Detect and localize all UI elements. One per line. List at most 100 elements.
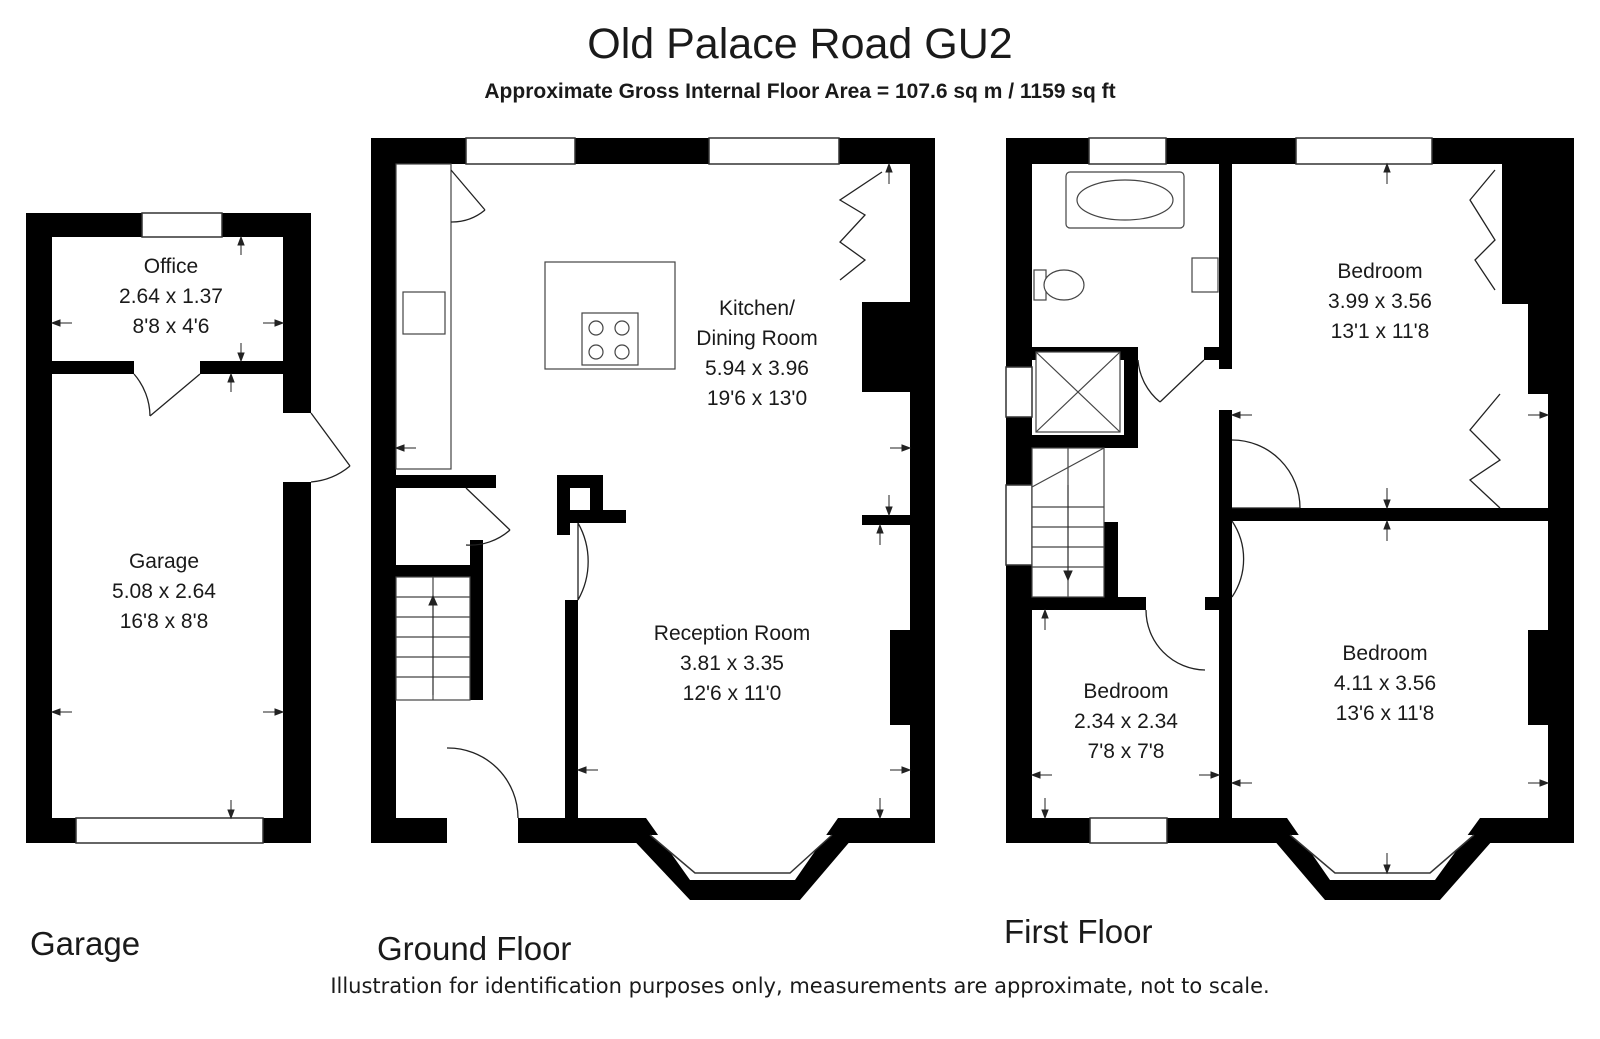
ff-small-bed-right-wall [1219,597,1232,818]
gf-reception-chimney [890,630,910,725]
ff-toilet-bowl [1043,269,1085,301]
ff-bottom-wall-mid [1167,818,1287,843]
bedroom-small-metric: 2.34 x 2.34 [1074,710,1178,733]
ff-shower-wall [1124,347,1138,447]
gf-kitchen-cupboard-door [450,169,486,223]
ff-wardrobe-top [1502,164,1548,304]
gf-hall-wall-right [590,475,603,515]
office-divider-left [52,361,134,374]
gf-reception-width-arrows [576,766,912,774]
bedroom-top-label: Bedroom [1337,260,1422,283]
gf-bottom-wall-mid [518,818,646,843]
garage-bottom-wall-left [26,818,76,843]
gf-reception-left-wall [565,600,578,818]
ff-bottom-wall-left [1006,818,1090,843]
ff-shower-diag-2 [1035,351,1121,433]
gf-hall-wall-left [557,475,570,535]
ff-bath-basin [1076,179,1174,221]
gf-kitchen-window-left [465,137,576,165]
bedroom-bottom-label: Bedroom [1342,642,1427,665]
gf-bay-window-glass [649,834,833,874]
gf-front-door [446,747,519,819]
ff-stair-right-wall [1104,522,1118,597]
garage-floor-label: Garage [30,925,140,962]
garage-side-door [310,412,351,483]
ff-stair-window [1005,484,1033,566]
floor-area-subtitle: Approximate Gross Internal Floor Area = … [484,80,1115,103]
ff-divider-stub [1219,508,1232,528]
office-label: Office [144,255,198,278]
ground-floor-label: Ground Floor [377,930,571,967]
ff-bathroom-door [1137,359,1205,403]
ff-bedroom-bottom-depth-arrows [1383,519,1391,875]
ff-small-bedroom-door [1145,609,1206,671]
gf-bay-window-frame [626,818,858,900]
kitchen-label-line1: Kitchen/ [719,297,795,320]
gf-reception-door [577,522,589,601]
gf-top-wall-mid [575,138,709,164]
garage-block [26,212,351,844]
ground-floor-block [371,137,935,900]
office-imperial: 8'8 x 4'6 [133,315,210,338]
bedroom-bottom-imperial: 13'6 x 11'8 [1336,702,1435,725]
ff-small-bed-width-arrows [1030,771,1221,779]
ff-bay-window-glass [1289,834,1475,874]
disclaimer: Illustration for identification purposes… [330,974,1269,998]
garage-label: Garage [129,550,199,573]
kitchen-metric: 5.94 x 3.96 [705,357,809,380]
ff-stairs [1031,447,1105,598]
bedroom-bottom-metric: 4.11 x 3.56 [1334,672,1436,695]
gf-stairs [395,576,471,701]
gf-hob [581,312,639,366]
ff-bedroom-top-door [1231,439,1301,509]
office-door [133,373,201,417]
gf-sink [402,291,446,335]
kitchen-imperial: 19'6 x 13'0 [707,387,807,410]
ff-small-bed-top-wall-left [1032,597,1146,610]
office-width-arrows [50,319,285,327]
reception-label: Reception Room [654,622,810,645]
office-window [141,212,223,238]
gf-chimney-breast [862,302,910,392]
gf-hob-ring-4 [614,344,630,360]
gf-left-wall [371,138,396,843]
ff-bedroom-left-wall [1219,410,1232,520]
reception-imperial: 12'6 x 11'0 [683,682,782,705]
gf-bifold-doors [838,171,883,281]
ff-top-wall-mid [1166,138,1296,164]
first-floor-block [1005,137,1574,900]
reception-metric: 3.81 x 3.35 [680,652,784,675]
gf-kitchen-window-right [708,137,840,165]
garage-bottom-wall-right [263,818,311,843]
garage-right-wall-lower [283,482,311,843]
gf-cupboard-wall [396,565,483,577]
gf-hall-wall-step [566,510,626,523]
garage-metric: 5.08 x 2.64 [112,580,216,603]
gf-right-pier [862,515,910,525]
ff-bath-window [1088,137,1167,165]
ff-bedroom-top-width-arrows [1230,411,1550,419]
ff-chimney-bottom [1528,630,1548,725]
kitchen-label-line2: Dining Room [696,327,817,350]
ff-bedroom-divider [1232,508,1548,521]
gf-kitchen-width-arrows [394,444,912,452]
ff-small-bed-window [1089,817,1168,844]
bedroom-top-metric: 3.99 x 3.56 [1328,290,1432,313]
ff-bay-window-frame [1267,818,1500,900]
ff-bedroom-top-depth-arrows [1383,162,1391,510]
garage-width-arrows [50,708,285,716]
ff-landing-gap [1219,528,1232,597]
page-title: Old Palace Road GU2 [587,20,1012,68]
gf-reception-depth-arrows [876,523,884,820]
bedroom-top-imperial: 13'1 x 11'8 [1331,320,1430,343]
ff-shower-window [1005,366,1033,418]
ff-bath-right-wall [1219,164,1232,369]
ff-bedroom-bottom-width-arrows [1230,779,1550,787]
office-metric: 2.64 x 1.37 [119,285,223,308]
gf-kitchen-depth-arrows [885,162,893,517]
ff-wardrobe-doors-bottom [1468,393,1502,509]
ff-bath-bottom-wall-right [1204,347,1232,360]
gf-understairs-door [465,487,511,546]
gf-stair-top-wall [396,475,496,488]
